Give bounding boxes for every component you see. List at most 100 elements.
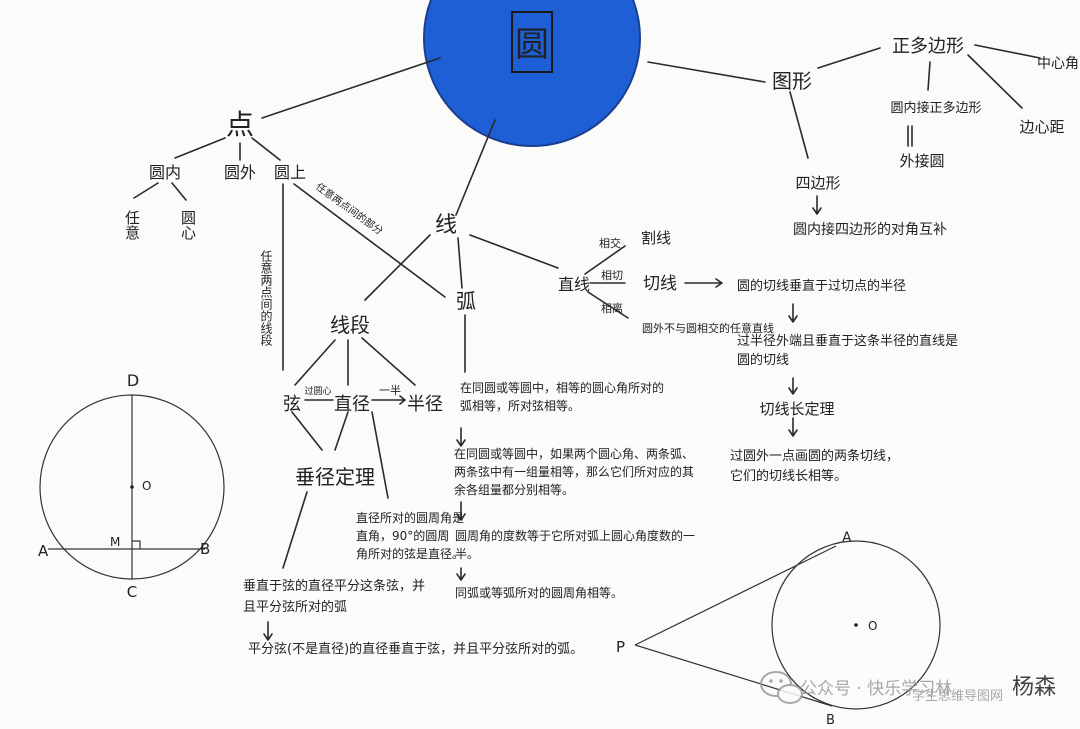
edge-inscribed-circumscribed — [907, 125, 913, 147]
edge-arc-note2 — [456, 427, 466, 447]
edge-chord-theorem — [291, 411, 323, 451]
edge-on-arc — [293, 183, 446, 298]
edge-regular-apothem — [967, 54, 1023, 109]
edge-straight-intersect — [584, 245, 626, 275]
edge-diameter-radius — [371, 395, 406, 405]
figure2-label-A: A — [842, 530, 852, 546]
edge-center-line — [455, 119, 496, 216]
node-any: 任意 — [123, 210, 141, 240]
edge-inside-center — [171, 182, 187, 201]
edge-segment-chord — [294, 339, 336, 386]
edge-line-arc — [457, 237, 463, 289]
edge-point-on — [251, 137, 281, 161]
edge-regular-angle — [974, 44, 1041, 59]
node-diameter: 直径 — [334, 394, 370, 415]
note-diameter-angle: 直径所对的圆周角是直角，90°的圆周角所对的弦是直径。 — [356, 510, 464, 561]
edge-straight-separate — [587, 291, 629, 319]
note-perp-bisect: 垂直于弦的直径平分这条弦，并且平分弦所对的弧 — [243, 578, 425, 615]
label-tangent-rel: 相切 — [601, 269, 623, 282]
figure2-label-B: B — [826, 713, 835, 728]
watermark-subtitle: 学生思维导图网 — [912, 688, 1003, 704]
figure1-label-B: B — [200, 540, 210, 558]
node-perp-theorem: 垂径定理 — [295, 465, 375, 489]
node-arc: 弧 — [456, 289, 476, 313]
note-tangent-length-desc: 过圆外一点画圆的两条切线，它们的切线长相等。 — [730, 448, 899, 484]
note-tangent-criterion: 过半径外端且垂直于这条半径的直线是圆的切线 — [737, 333, 958, 368]
node-straight-line: 直线 — [558, 275, 590, 294]
note-tangent-length-theorem: 切线长定理 — [759, 400, 834, 418]
figure2-circle — [771, 540, 941, 710]
note-inscribed-angle: 圆周角的度数等于它所对弧上圆心角度数的一半。 — [455, 528, 695, 561]
label-half: 一半 — [379, 383, 401, 397]
figure2-label-P: P — [616, 638, 625, 656]
edge-theorem-note — [282, 491, 308, 569]
connectors — [133, 44, 1041, 641]
label-separate: 相离 — [601, 301, 623, 315]
figure1-label-O: O — [142, 479, 151, 493]
edge-tangent-note — [684, 278, 723, 288]
node-shape: 图形 — [772, 69, 812, 93]
note-bisect-chord: 平分弦(不是直径)的直径垂直于弦，并且平分弦所对的弧。 — [248, 641, 583, 657]
node-inside: 圆内 — [149, 163, 181, 182]
edge-tangent-criterion — [788, 303, 798, 323]
node-chord: 弦 — [283, 394, 301, 415]
node-outside: 圆外 — [224, 163, 256, 182]
label-pass-center: 过圆心 — [304, 385, 331, 397]
edge-segment-radius — [361, 337, 416, 386]
note-separate-desc: 圆外不与圆相交的任意直线 — [642, 321, 774, 335]
edge-center-shape — [647, 61, 766, 83]
watermark-channel: 公众号 · 快乐学习林 — [800, 679, 952, 699]
figure1-label-M: M — [110, 535, 120, 549]
node-inscribed-regular: 圆内接正多边形 — [890, 100, 981, 116]
figure2-tangent-PA — [634, 545, 837, 646]
note-same-arc: 同弧或等弧所对的圆周角相等。 — [455, 585, 623, 600]
figure1-label-D: D — [127, 371, 139, 390]
node-point: 点 — [226, 108, 254, 141]
edge-arc-note3 — [456, 501, 466, 521]
node-circumscribed: 外接圆 — [899, 152, 944, 170]
note-equal-groups: 在同圆或等圆中，如果两个圆心角、两条弧、两条弦中有一组量相等，那么它们所对应的其… — [454, 446, 694, 497]
edge-line-segment — [364, 234, 431, 301]
center-title: 圆 — [515, 25, 549, 65]
figure1-label-C: C — [127, 583, 137, 601]
center-node: 圆 — [423, 0, 641, 147]
figure2-label-O: O — [868, 619, 877, 633]
figure1-right-angle — [132, 540, 141, 549]
node-two-points-any: 任意两点间的部分 — [313, 180, 385, 238]
node-radius: 半径 — [407, 394, 443, 415]
edge-center-point — [261, 57, 441, 119]
label-intersect: 相交 — [599, 236, 621, 250]
edge-line-straight — [469, 234, 559, 269]
author-signature: 杨森 — [1012, 675, 1056, 700]
notes: 圆的切线垂直于过切点的半径 过半径外端且垂直于这条半径的直线是圆的切线 切线长定… — [243, 278, 958, 657]
figure1-center-dot — [130, 485, 134, 489]
edge-inside-any — [133, 182, 159, 199]
figure2-center-dot — [854, 623, 858, 627]
edge-regular-inscribed — [927, 61, 931, 91]
edge-theorem-desc — [788, 417, 798, 437]
edge-criterion-theorem — [788, 377, 798, 395]
node-regular-polygon: 正多边形 — [892, 36, 964, 57]
node-center-point: 圆心 — [179, 210, 197, 240]
watermark: 公众号 · 快乐学习林 学生思维导图网 杨森 — [760, 671, 1056, 704]
note-equal-arcs: 在同圆或等圆中，相等的圆心角所对的弧相等，所对弦相等。 — [460, 380, 664, 413]
edge-quad-note — [812, 195, 822, 215]
node-quadrilateral: 四边形 — [795, 174, 840, 192]
edge-point-inside — [174, 137, 226, 159]
edge-diameter-note — [371, 411, 389, 499]
note-inscribed-quad: 圆内接四边形的对角互补 — [793, 221, 947, 238]
edge-diameter-theorem — [334, 411, 349, 451]
node-tangent-line: 切线 — [643, 274, 677, 294]
edge-arc-note4 — [456, 567, 466, 581]
node-central-angle: 中心角 — [1037, 56, 1079, 72]
edge-shape-quad — [789, 91, 809, 159]
node-segment: 线段 — [330, 313, 370, 337]
node-line: 线 — [435, 213, 457, 238]
edge-perp-bisect — [263, 621, 273, 641]
node-secant: 割线 — [641, 229, 671, 247]
wechat-icon — [760, 671, 803, 704]
node-on: 圆上 — [274, 163, 306, 182]
node-two-points-line: 任意两点间的线段 — [259, 250, 273, 347]
